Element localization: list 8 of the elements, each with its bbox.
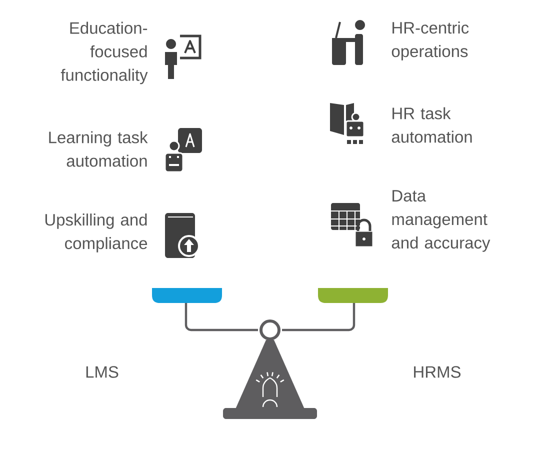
label-text: Upskilling and compliance (45, 214, 148, 252)
label-text: Learning task automation (49, 131, 148, 167)
label-text: Education-focused functionality (60, 22, 148, 84)
label-text: HRMS (414, 366, 461, 378)
label-text: HR-centric operations (392, 22, 469, 60)
label-text: Data management and accuracy (392, 190, 490, 252)
label-text: LMS (86, 366, 118, 378)
label-text: HR task automation (392, 107, 472, 143)
